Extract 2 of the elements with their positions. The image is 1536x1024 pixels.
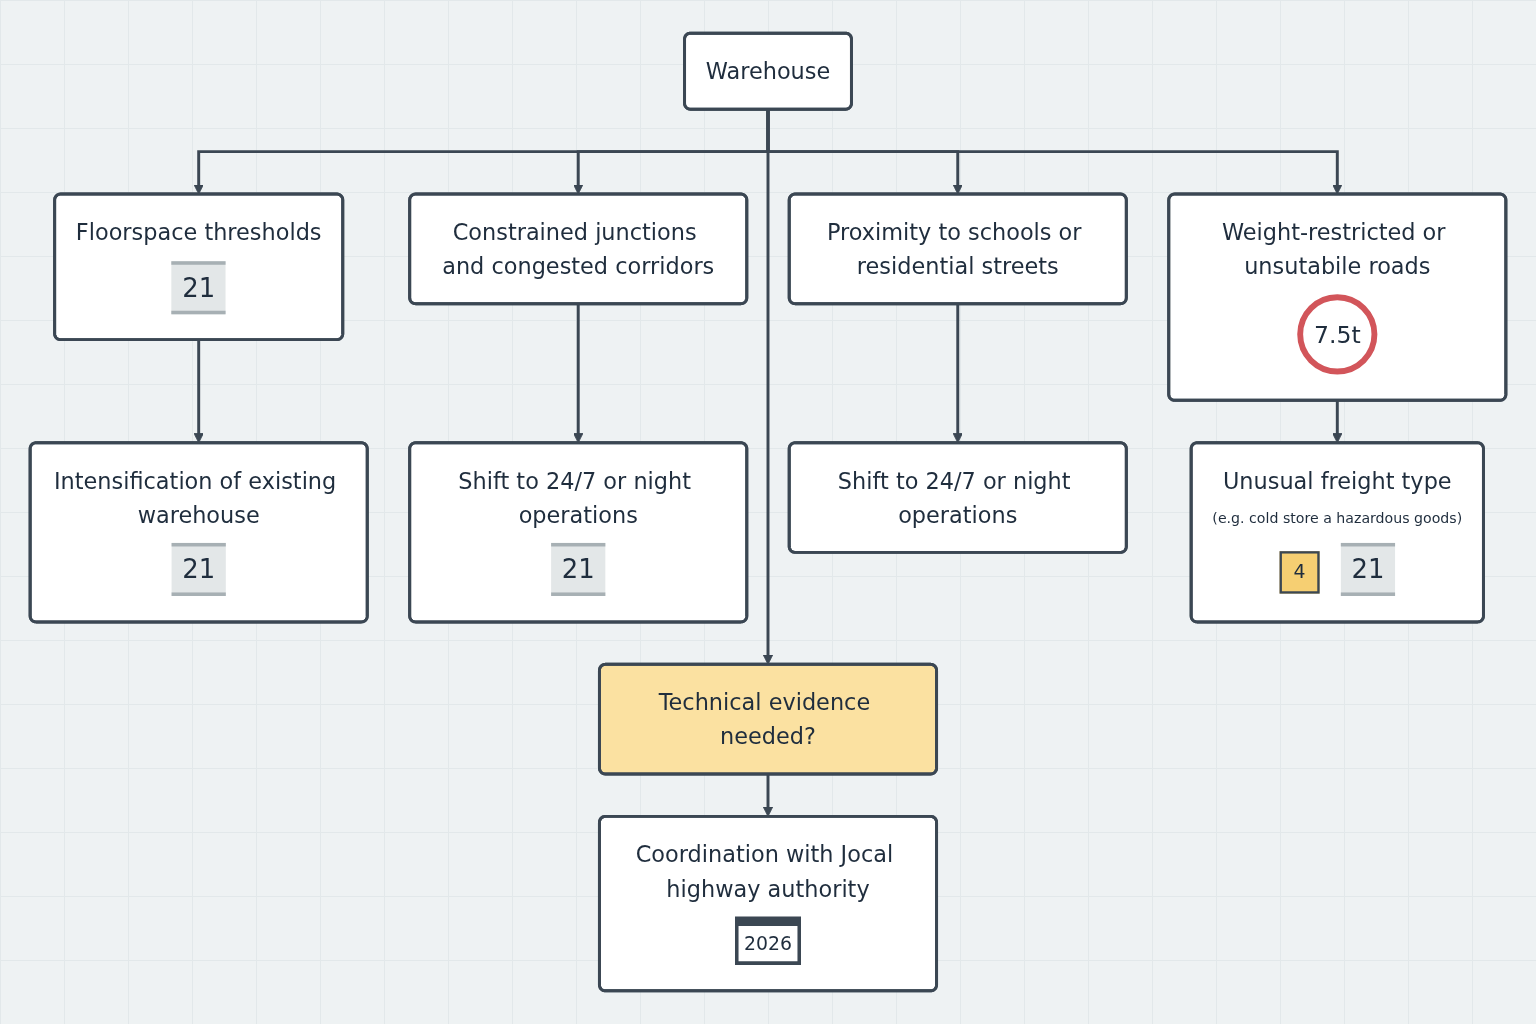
arrow [766,109,1343,195]
arrow [762,773,774,817]
